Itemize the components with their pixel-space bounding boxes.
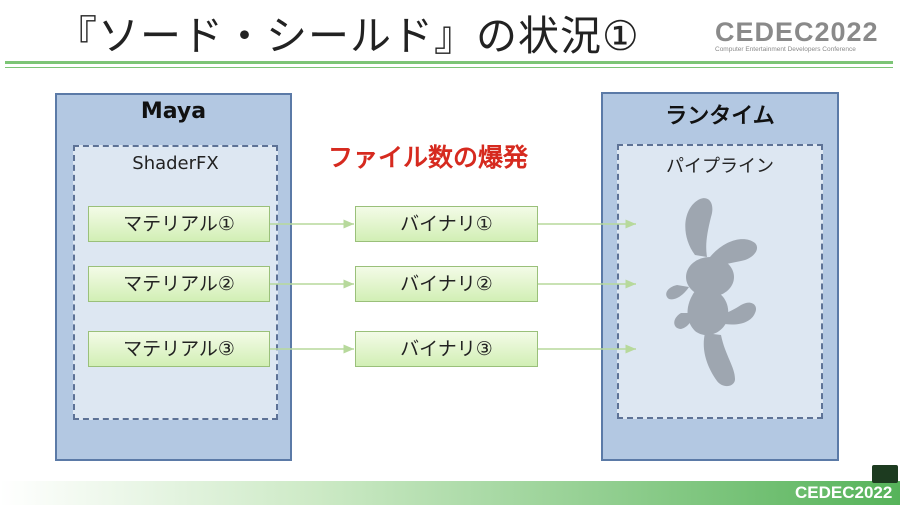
cedec-logo-text: CEDEC2022 [715,17,879,47]
binary-node-1: バイナリ① [355,206,538,242]
corner-thumbnail [872,465,898,483]
binary-node-3: バイナリ③ [355,331,538,367]
material-node-1: マテリアル① [88,206,270,242]
footer-bar [0,481,900,505]
material-node-2: マテリアル② [88,266,270,302]
mascot-silhouette-icon [666,198,758,387]
slide-title: 『ソード・シールド』の状況① [56,12,640,60]
title-rule-thin [5,67,893,68]
shaderfx-title: ShaderFX [132,153,219,174]
runtime-panel-title: ランタイム [665,104,775,129]
footer-cedec-logo: CEDEC2022 [795,483,893,502]
pipeline-title: パイプライン [666,156,774,177]
maya-panel-title: Maya [140,99,207,124]
file-explosion-headline: ファイル数の爆発 [328,143,529,172]
material-node-3: マテリアル③ [88,331,270,367]
title-rule [5,61,893,64]
binary-node-2: バイナリ② [355,266,538,302]
cedec-logo: CEDEC2022 Computer Entertainment Develop… [715,17,879,54]
cedec-logo-subtitle: Computer Entertainment Developers Confer… [715,46,856,53]
